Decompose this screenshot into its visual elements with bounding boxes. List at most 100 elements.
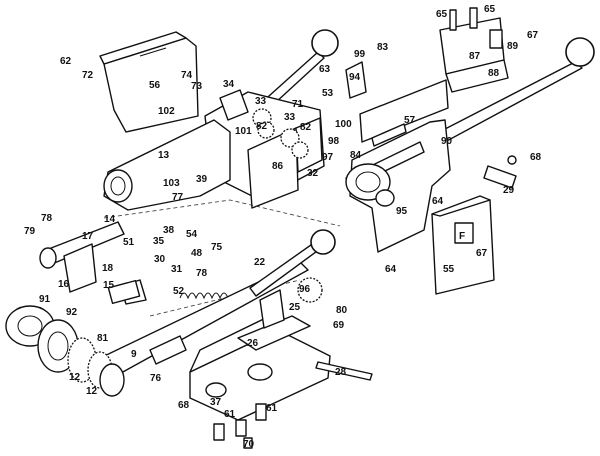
cover-badge-letter: F [459, 231, 465, 242]
callout-92: 92 [66, 307, 78, 318]
callout-68: 68 [530, 152, 542, 163]
callout-12: 12 [86, 386, 98, 397]
callout-73: 73 [191, 81, 203, 92]
callout-61: 61 [266, 403, 278, 414]
callout-64: 64 [432, 196, 444, 207]
callout-25: 25 [289, 302, 301, 313]
callout-86: 86 [272, 161, 284, 172]
callout-67: 67 [527, 30, 539, 41]
callout-77: 77 [172, 192, 184, 203]
callout-14: 14 [104, 214, 116, 225]
callout-74: 74 [181, 70, 193, 81]
callout-35: 35 [153, 236, 165, 247]
callout-33: 33 [284, 112, 296, 123]
callout-91: 91 [39, 294, 51, 305]
callout-90: 90 [441, 136, 453, 147]
gear-stack-82 [252, 108, 309, 159]
callout-54: 54 [186, 229, 198, 240]
frame-plate-95 [345, 79, 451, 253]
bracket-56 [99, 31, 199, 133]
rod-28 [315, 361, 373, 381]
callout-61: 61 [224, 409, 236, 420]
middle-frame-86 [204, 89, 325, 209]
callout-37: 37 [210, 397, 222, 408]
callout-62: 62 [60, 56, 72, 67]
callout-78: 78 [41, 213, 53, 224]
callout-101: 101 [235, 126, 252, 137]
callout-63: 63 [319, 64, 331, 75]
callout-102: 102 [158, 106, 175, 117]
callout-31: 31 [171, 264, 183, 275]
callout-65: 65 [484, 4, 496, 15]
callout-89: 89 [507, 41, 519, 52]
callout-65: 65 [436, 9, 448, 20]
callout-30: 30 [154, 254, 166, 265]
callout-48: 48 [191, 248, 203, 259]
callout-39: 39 [196, 174, 208, 185]
bolt-set-61 [213, 403, 267, 449]
callout-34: 34 [223, 79, 235, 90]
callout-97: 97 [322, 152, 334, 163]
callout-17: 17 [82, 231, 94, 242]
top-bracket-87 [439, 7, 509, 93]
lever-bracket-94 [345, 61, 367, 99]
alignment-dashes-upper [103, 199, 341, 227]
callout-38: 38 [163, 225, 175, 236]
callout-55: 55 [443, 264, 455, 275]
callout-82: 82 [300, 122, 312, 133]
callout-51: 51 [123, 237, 135, 248]
callout-82: 82 [256, 121, 268, 132]
callout-88: 88 [488, 68, 500, 79]
callout-15: 15 [103, 280, 115, 291]
callout-95: 95 [396, 206, 408, 217]
callout-9: 9 [131, 349, 137, 360]
callout-56: 56 [149, 80, 161, 91]
small-plate-29 [483, 155, 517, 189]
roller-stack [5, 305, 125, 397]
callout-28: 28 [335, 367, 347, 378]
callout-57: 57 [404, 115, 416, 126]
callout-79: 79 [24, 226, 36, 237]
callout-96: 96 [299, 284, 311, 295]
callout-78: 78 [196, 268, 208, 279]
callout-52: 52 [173, 286, 185, 297]
cover-block-55 [431, 195, 495, 295]
callout-81: 81 [97, 333, 109, 344]
callout-99: 99 [354, 49, 366, 60]
callout-83: 83 [377, 42, 389, 53]
callout-71: 71 [292, 99, 304, 110]
callout-103: 103 [163, 178, 180, 189]
callout-80: 80 [336, 305, 348, 316]
callout-75: 75 [211, 242, 223, 253]
callout-33: 33 [255, 96, 267, 107]
callout-16: 16 [58, 279, 70, 290]
callout-98: 98 [328, 136, 340, 147]
callout-70: 70 [243, 439, 255, 450]
callout-76: 76 [150, 373, 162, 384]
callout-32: 32 [307, 168, 319, 179]
spring-52 [179, 292, 229, 300]
callout-87: 87 [469, 51, 481, 62]
callout-12: 12 [69, 372, 81, 383]
roller-frame-13 [103, 119, 231, 211]
callout-67: 67 [476, 248, 488, 259]
middle-lever-22 [249, 229, 336, 303]
callout-84: 84 [350, 150, 362, 161]
callout-68: 68 [178, 400, 190, 411]
callout-18: 18 [102, 263, 114, 274]
callout-22: 22 [254, 257, 266, 268]
callout-94: 94 [349, 72, 361, 83]
callout-53: 53 [322, 88, 334, 99]
base-block-26 [189, 289, 331, 421]
callout-64: 64 [385, 264, 397, 275]
callout-26: 26 [247, 338, 259, 349]
callout-72: 72 [82, 70, 94, 81]
left-shaft-assembly [39, 221, 147, 305]
callout-100: 100 [335, 119, 352, 130]
callout-29: 29 [503, 185, 515, 196]
callout-13: 13 [158, 150, 170, 161]
callout-69: 69 [333, 320, 345, 331]
